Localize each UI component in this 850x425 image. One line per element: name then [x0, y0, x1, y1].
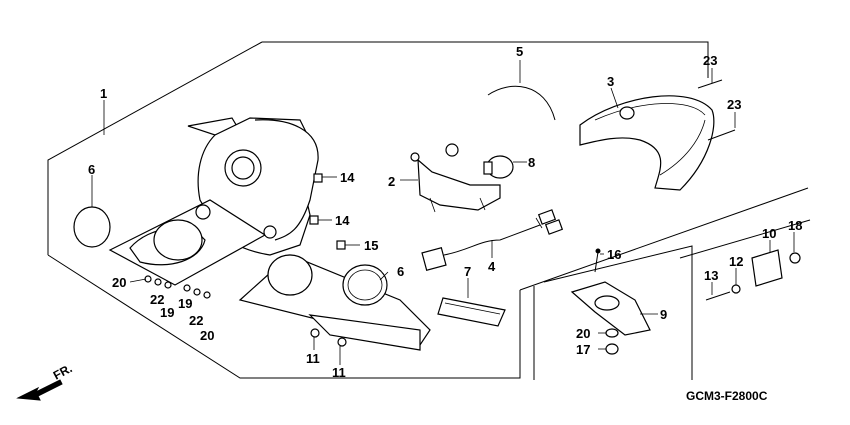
callout-20-right: 20: [576, 326, 590, 341]
callout-20-left: 20: [112, 275, 126, 290]
callout-7: 7: [464, 264, 471, 279]
callout-6-right: 6: [397, 264, 404, 279]
callout-10: 10: [762, 226, 776, 241]
wire: [487, 85, 556, 121]
callout-3: 3: [607, 74, 614, 89]
callout-6-left: 6: [88, 162, 95, 177]
callout-23-top: 23: [703, 53, 717, 68]
mounting-plate: [751, 249, 783, 287]
rear-lens-cover: [579, 95, 715, 191]
leader-lines: [91, 60, 795, 365]
reflector-lens-left: [73, 206, 111, 248]
screw-11-right: [337, 337, 347, 347]
callout-5: 5: [516, 44, 523, 59]
callout-18: 18: [788, 218, 802, 233]
nut: [789, 252, 801, 264]
bolt-14-bottom: [309, 215, 319, 225]
callout-13: 13: [704, 268, 718, 283]
washer-20-right: [605, 328, 619, 338]
front-direction-label: FR.: [51, 361, 75, 382]
callout-1: 1: [100, 86, 107, 101]
assembly-frame: [47, 41, 811, 380]
reflector-plate: [437, 297, 506, 327]
callout-14-bottom: 14: [335, 213, 350, 228]
callout-8: 8: [528, 155, 535, 170]
wire-harness: [421, 209, 564, 272]
callout-15: 15: [364, 238, 378, 253]
tail-housing: [108, 117, 431, 351]
screw-23-bottom: [707, 129, 736, 141]
screw-23-top: [697, 79, 723, 89]
screw-11-left: [310, 328, 320, 338]
callout-16: 16: [607, 247, 621, 262]
front-direction-arrow: FR.: [16, 361, 75, 401]
callout-17: 17: [576, 342, 590, 357]
callout-11-left: 11: [306, 351, 320, 366]
callout-9: 9: [660, 307, 667, 322]
bolt-14-top: [313, 173, 323, 183]
callout-20-middle: 20: [200, 328, 214, 343]
bolt-13: [705, 291, 731, 301]
reflector-lens-right: [342, 264, 388, 306]
bulb: [483, 155, 514, 179]
callout-22-left: 22: [150, 292, 164, 307]
socket-bracket: [410, 143, 501, 213]
diagram-code: GCM3-F2800C: [686, 389, 768, 403]
callout-14-top: 14: [340, 170, 355, 185]
callout-12: 12: [729, 254, 743, 269]
callouts: 1 2 3 4 5 6 6 7 8 9 10 11 11 12 13 14 14…: [88, 44, 802, 380]
callout-19-left: 19: [160, 305, 174, 320]
washer: [731, 284, 741, 294]
callout-22-right: 22: [189, 313, 203, 328]
fastener-cluster-left: [144, 275, 211, 299]
screw-16: [594, 248, 601, 273]
callout-23-bottom: 23: [727, 97, 741, 112]
side-reflector: [570, 281, 651, 336]
bolt-15: [336, 240, 346, 250]
callout-19-right: 19: [178, 296, 192, 311]
callout-2: 2: [388, 174, 395, 189]
nut-17: [605, 343, 619, 355]
callout-11-right: 11: [332, 365, 346, 380]
callout-4: 4: [488, 259, 496, 274]
